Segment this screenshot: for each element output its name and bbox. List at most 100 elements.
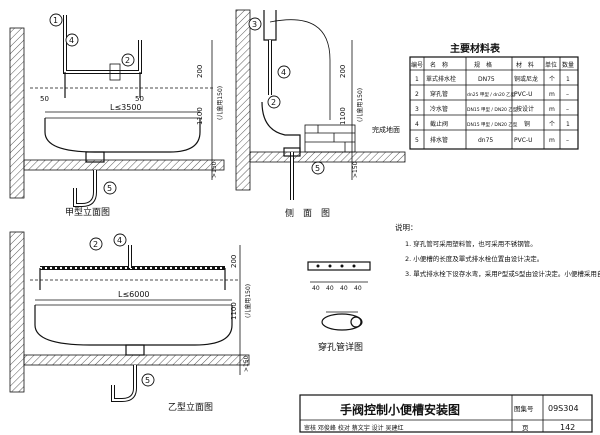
floor-slab-a bbox=[23, 159, 225, 171]
dim-200-side: 200 bbox=[339, 65, 347, 78]
callout-5-a bbox=[103, 181, 117, 195]
svg-text:5: 5 bbox=[107, 184, 112, 193]
svg-text:dn75: dn75 bbox=[478, 137, 493, 144]
notes-heading: 说明： bbox=[395, 222, 418, 232]
svg-text:DN15 甲型 / DN20 乙型: DN15 甲型 / DN20 乙型 bbox=[467, 106, 518, 113]
side-view: 200 1100 (儿童用150) >150 完成地面 3 4 2 5 侧 面 … bbox=[235, 9, 406, 219]
title-block: 手阀控制小便槽安装图 图集号 09S304 审核 邓俊峰 校对 蔡文宇 设计 吴… bbox=[299, 394, 593, 433]
dim-min150-side: >150 bbox=[352, 161, 359, 178]
sign-row: 审核 邓俊峰 校对 蔡文宇 设计 吴建红 bbox=[304, 424, 404, 432]
detail-title: 穿孔管详图 bbox=[318, 341, 363, 353]
callout-1-a bbox=[49, 13, 63, 27]
svg-text:2: 2 bbox=[415, 91, 419, 98]
svg-text:单位: 单位 bbox=[545, 61, 557, 69]
wall-left-b bbox=[9, 231, 25, 393]
svg-text:5: 5 bbox=[145, 376, 150, 385]
trap-a bbox=[73, 170, 97, 207]
svg-text:截止阀: 截止阀 bbox=[430, 120, 448, 128]
svg-text:–: – bbox=[566, 91, 569, 98]
svg-text:1: 1 bbox=[566, 76, 570, 83]
svg-text:4: 4 bbox=[117, 236, 122, 245]
svg-text:40: 40 bbox=[326, 285, 334, 292]
svg-text:40: 40 bbox=[340, 285, 348, 292]
svg-text:DN75: DN75 bbox=[478, 76, 495, 83]
trough-b bbox=[34, 305, 233, 346]
svg-text:1: 1 bbox=[566, 121, 570, 128]
page-label: 页 bbox=[522, 424, 529, 432]
svg-text:冷水管: 冷水管 bbox=[430, 105, 448, 113]
wall-left-a bbox=[9, 27, 25, 199]
wall-side bbox=[235, 9, 251, 191]
length-label-b: L≤6000 bbox=[118, 290, 150, 299]
svg-text:–: – bbox=[566, 106, 569, 113]
type-b-elevation: L≤6000 200 1100 (儿童用150) >150 2 4 5 乙型立面… bbox=[9, 231, 252, 413]
dim-1100-side: 1100 bbox=[339, 107, 347, 125]
svg-text:4: 4 bbox=[69, 36, 74, 45]
floor-label: 完成地面 bbox=[372, 125, 400, 134]
svg-text:1: 1 bbox=[53, 16, 58, 25]
note-child-side: (儿童用150) bbox=[356, 88, 364, 122]
svg-text:5: 5 bbox=[315, 164, 320, 173]
dim-50-right: 50 bbox=[135, 95, 144, 103]
note-1: 1. 穿孔管可采用塑料管，也可采用不锈钢管。 bbox=[405, 239, 537, 248]
svg-text:按设计: 按设计 bbox=[516, 105, 534, 113]
note-child-a: (儿童用150) bbox=[216, 86, 224, 120]
floor-slab-b bbox=[23, 354, 250, 366]
svg-text:排水管: 排水管 bbox=[430, 136, 448, 144]
svg-text:3: 3 bbox=[415, 106, 419, 113]
dim-min150-a: >150 bbox=[211, 161, 218, 178]
svg-text:m: m bbox=[549, 137, 555, 144]
svg-text:PVC-U: PVC-U bbox=[514, 137, 532, 144]
svg-text:个: 个 bbox=[549, 121, 555, 128]
trap-b bbox=[111, 365, 137, 402]
svg-text:m: m bbox=[549, 91, 555, 98]
svg-text:铜或尼龙: 铜或尼龙 bbox=[514, 75, 538, 83]
note-3: 3. 單式排水栓下设存水弯，采用P型或S型由设计决定。小便槽采用自动冲洗时不设冲… bbox=[405, 269, 600, 278]
dim-min150-b: >150 bbox=[243, 355, 250, 372]
callout-4-a bbox=[65, 33, 79, 47]
note-2: 2. 小便槽的长度及單式排水栓位置由设计决定。 bbox=[405, 254, 543, 263]
svg-text:编号: 编号 bbox=[411, 61, 423, 69]
dim-1100-a: 1100 bbox=[196, 107, 204, 125]
svg-text:單式排水栓: 單式排水栓 bbox=[426, 75, 456, 83]
svg-text:4: 4 bbox=[415, 121, 419, 128]
svg-text:PVC-U: PVC-U bbox=[514, 91, 532, 98]
svg-text:2: 2 bbox=[93, 240, 98, 249]
perforated-pipe-detail: 40 40 40 40 穿孔管详图 bbox=[307, 261, 371, 353]
svg-text:个: 个 bbox=[549, 76, 555, 83]
page-number: 142 bbox=[560, 423, 575, 432]
dim-200-a: 200 bbox=[196, 65, 204, 78]
dim-50-left: 50 bbox=[40, 95, 49, 103]
svg-text:dn25 甲型 / dn20 乙型: dn25 甲型 / dn20 乙型 bbox=[467, 91, 516, 98]
svg-text:2: 2 bbox=[271, 98, 276, 107]
type-a-title: 甲型立面图 bbox=[65, 206, 110, 218]
svg-text:5: 5 bbox=[415, 137, 419, 144]
type-b-title: 乙型立面图 bbox=[168, 401, 213, 413]
note-child-b: (儿童用150) bbox=[244, 284, 252, 318]
svg-text:m: m bbox=[549, 106, 555, 113]
sheet-title: 手阀控制小便槽安装图 bbox=[340, 402, 460, 417]
atlas-number: 09S304 bbox=[548, 404, 579, 413]
svg-text:3: 3 bbox=[252, 20, 257, 29]
svg-text:4: 4 bbox=[281, 68, 286, 77]
dim-200-b: 200 bbox=[230, 255, 238, 268]
svg-text:穿孔管: 穿孔管 bbox=[430, 90, 448, 98]
svg-text:1: 1 bbox=[415, 76, 419, 83]
notes: 说明： 1. 穿孔管可采用塑料管，也可采用不锈钢管。 2. 小便槽的长度及單式排… bbox=[395, 222, 600, 278]
svg-text:规 格: 规 格 bbox=[474, 61, 492, 69]
svg-text:2: 2 bbox=[125, 56, 130, 65]
svg-text:数量: 数量 bbox=[562, 61, 574, 69]
type-a-elevation: L≤3500 50 50 200 1100 (儿童用150) >150 1 4 … bbox=[9, 13, 225, 218]
svg-text:材 料: 材 料 bbox=[516, 61, 534, 69]
atlas-label: 图集号 bbox=[514, 404, 534, 413]
material-table: 主要材料表 编号 名 称 规 格 材 料 单位 数量 1 單式排水栓 DN75 … bbox=[409, 42, 579, 150]
callout-2-a bbox=[121, 53, 135, 67]
dim-1100-b: 1100 bbox=[230, 302, 238, 320]
table-title: 主要材料表 bbox=[450, 42, 501, 55]
svg-text:40: 40 bbox=[312, 285, 320, 292]
svg-text:DN15 甲型 / DN20 乙型: DN15 甲型 / DN20 乙型 bbox=[467, 121, 518, 128]
trough-side bbox=[261, 101, 301, 152]
svg-text:–: – bbox=[566, 137, 569, 144]
svg-text:铜: 铜 bbox=[524, 120, 530, 128]
